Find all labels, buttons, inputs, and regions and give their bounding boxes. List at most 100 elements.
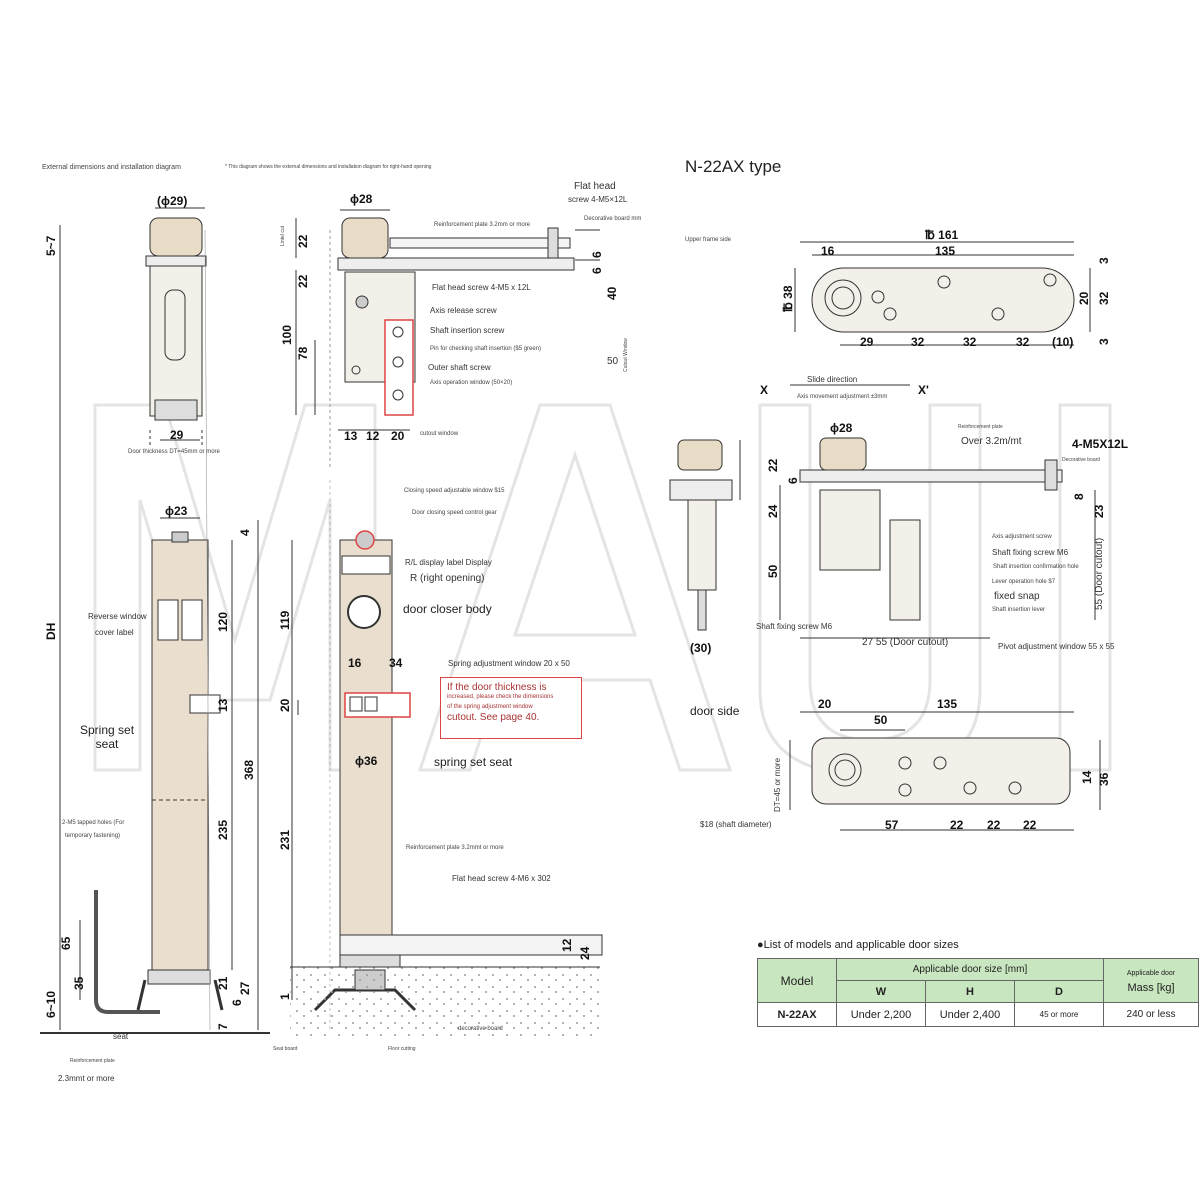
dim-20-spring: 20 bbox=[278, 698, 292, 712]
dim-22-b: 22 bbox=[987, 818, 1001, 832]
screw-4m5-label: 4-M5X12L bbox=[1072, 437, 1129, 451]
reverse-window-label: Reverse window bbox=[88, 612, 147, 621]
dim-23-right: 23 bbox=[1092, 504, 1106, 518]
dim-24-right: 24 bbox=[766, 504, 780, 518]
dim-36-door: 36 bbox=[1097, 772, 1111, 786]
dim-21: 21 bbox=[216, 976, 230, 990]
dim-100: 100 bbox=[280, 324, 294, 345]
cover-label-label: cover label bbox=[95, 628, 134, 637]
upper-frame-label: Upper frame side bbox=[685, 237, 732, 243]
dim-4: 4 bbox=[238, 529, 252, 536]
dim-20-middle: 20 bbox=[391, 429, 405, 443]
left-note: * This diagram shows the external dimens… bbox=[225, 164, 432, 170]
dim-120: 120 bbox=[216, 611, 230, 632]
dim-32-c: 32 bbox=[1016, 335, 1030, 349]
dim-14-door: 14 bbox=[1080, 770, 1094, 784]
decorative-board-label: decorative board bbox=[458, 1026, 503, 1032]
flat-head-top-label: Flat head bbox=[574, 181, 616, 192]
col-h: H bbox=[925, 980, 1015, 1003]
tapped-holes-label: 2-M5 tapped holes (For bbox=[62, 820, 125, 826]
dim-20-top: 20 bbox=[1077, 291, 1091, 305]
shaft-insertion-label: Shaft insertion screw bbox=[430, 326, 505, 335]
pivot-window-label: Pivot adjustment window 55 x 55 bbox=[998, 642, 1115, 651]
seat-label: seat bbox=[113, 1032, 129, 1041]
seat-board-label: Seat board bbox=[273, 1046, 298, 1052]
col-d: D bbox=[1014, 980, 1104, 1003]
closing-speed-window-label: Closing speed adjustable window $15 bbox=[404, 488, 505, 494]
thickness-label: 2.3mmt or more bbox=[58, 1074, 115, 1083]
dim-8-right: 8 bbox=[1072, 493, 1086, 500]
dim-12-middle: 12 bbox=[366, 429, 380, 443]
dim-16: 16 bbox=[348, 656, 362, 670]
dim-231: 231 bbox=[278, 829, 292, 850]
outer-shaft-label: Outer shaft screw bbox=[428, 363, 491, 372]
dim-50-door: 50 bbox=[874, 713, 888, 727]
dim-135-door: 135 bbox=[937, 697, 958, 711]
spring-set-seat-label: Spring set seat bbox=[80, 723, 135, 751]
right-top-drawing bbox=[790, 241, 1091, 386]
dim-57: 57 bbox=[885, 818, 899, 832]
dim-34: 34 bbox=[389, 656, 403, 670]
dim-phi23: ϕ23 bbox=[165, 504, 188, 518]
dim-12-bottom: 12 bbox=[560, 938, 574, 952]
shaft-diameter-label: $18 (shaft diameter) bbox=[700, 820, 772, 829]
middle-view-drawing bbox=[291, 209, 603, 1030]
dim-32-side: 32 bbox=[1097, 291, 1111, 305]
door-thickness-label: Door thickness DT=45mm or more bbox=[128, 449, 220, 455]
models-table: Model Applicable door size [mm] Applicab… bbox=[757, 958, 1199, 1027]
dim-32-b: 32 bbox=[963, 335, 977, 349]
table-row: N-22AX Under 2,200 Under 2,400 45 or mor… bbox=[757, 1002, 1199, 1027]
tapped-holes-label-2: temporary fastening) bbox=[65, 833, 121, 839]
dim-phi29: (ϕ29) bbox=[157, 194, 188, 208]
door-thickness-callout: If the door thickness is increased, plea… bbox=[440, 677, 582, 739]
reinforcement-bottom-label: Reinforcement plate 3.2mmt or more bbox=[406, 845, 504, 851]
dim-3-bottom: 3 bbox=[1097, 338, 1111, 345]
closer-body-label: door closer body bbox=[403, 602, 492, 616]
dim-35: 35 bbox=[72, 976, 86, 990]
dim-29-top: 29 bbox=[860, 335, 874, 349]
door-side-label: door side bbox=[690, 704, 740, 718]
dim-10: (10) bbox=[1052, 335, 1074, 349]
col-w: W bbox=[836, 980, 926, 1003]
shaft-fix-label: Shaft fixing screw M6 bbox=[992, 548, 1069, 557]
axis-adj-screw-label: Axis adjustment screw bbox=[992, 534, 1052, 540]
dim-135-top: 135 bbox=[935, 244, 956, 258]
col-model: Model bbox=[757, 958, 837, 1003]
cutout-window-vertical-label: Cutout Window bbox=[623, 338, 629, 372]
dim-phi28: ϕ28 bbox=[350, 192, 373, 206]
dim-13: 13 bbox=[216, 698, 230, 712]
dim-22-a: 22 bbox=[950, 818, 964, 832]
dim-50-right: 50 bbox=[766, 564, 780, 578]
slide-x-label: X bbox=[760, 383, 769, 397]
dim-6-right: 6 bbox=[786, 477, 800, 484]
dim-13-middle: 13 bbox=[344, 429, 358, 443]
dim-22-right: 22 bbox=[766, 458, 780, 472]
col-mass: Applicable door Mass [kg] bbox=[1103, 958, 1199, 1003]
dim-phi28-right: ϕ28 bbox=[830, 421, 853, 435]
dim-29: 29 bbox=[170, 428, 184, 442]
col-mass-line-1: Applicable door bbox=[1126, 969, 1176, 977]
axis-window-label: Axis operation window (50×20) bbox=[430, 380, 513, 386]
floor-slab-left bbox=[40, 1032, 270, 1034]
dim-6-a: 6 bbox=[590, 251, 604, 258]
callout-line-1: If the door thickness is bbox=[447, 682, 547, 693]
r-right-label: R (right opening) bbox=[410, 573, 485, 584]
flat-head-screw-label: Flat head screw 4-M5 x 12L bbox=[432, 283, 531, 292]
dim-78: 78 bbox=[296, 346, 310, 360]
right-bottom-drawing bbox=[789, 711, 1101, 831]
dim-5-7: 5~7 bbox=[44, 235, 58, 256]
dim-dt45: DT=45 or more bbox=[773, 757, 782, 812]
cell-mass: 240 or less bbox=[1103, 1002, 1199, 1027]
dim-7: 7 bbox=[216, 1023, 230, 1030]
cell-model: N-22AX bbox=[757, 1002, 837, 1027]
dim-1: 1 bbox=[278, 993, 292, 1000]
col-mass-line-2: Mass [kg] bbox=[1127, 981, 1175, 994]
decorative-right-label: Decorative board bbox=[1062, 457, 1101, 463]
cell-h: Under 2,400 bbox=[925, 1002, 1015, 1027]
dim-6-10: 6~10 bbox=[44, 990, 58, 1018]
dim-32-a: 32 bbox=[911, 335, 925, 349]
dim-dh: DH bbox=[44, 622, 58, 640]
spring-seat-label: spring set seat bbox=[434, 755, 513, 769]
fixed-snap-label: fixed snap bbox=[994, 591, 1040, 602]
